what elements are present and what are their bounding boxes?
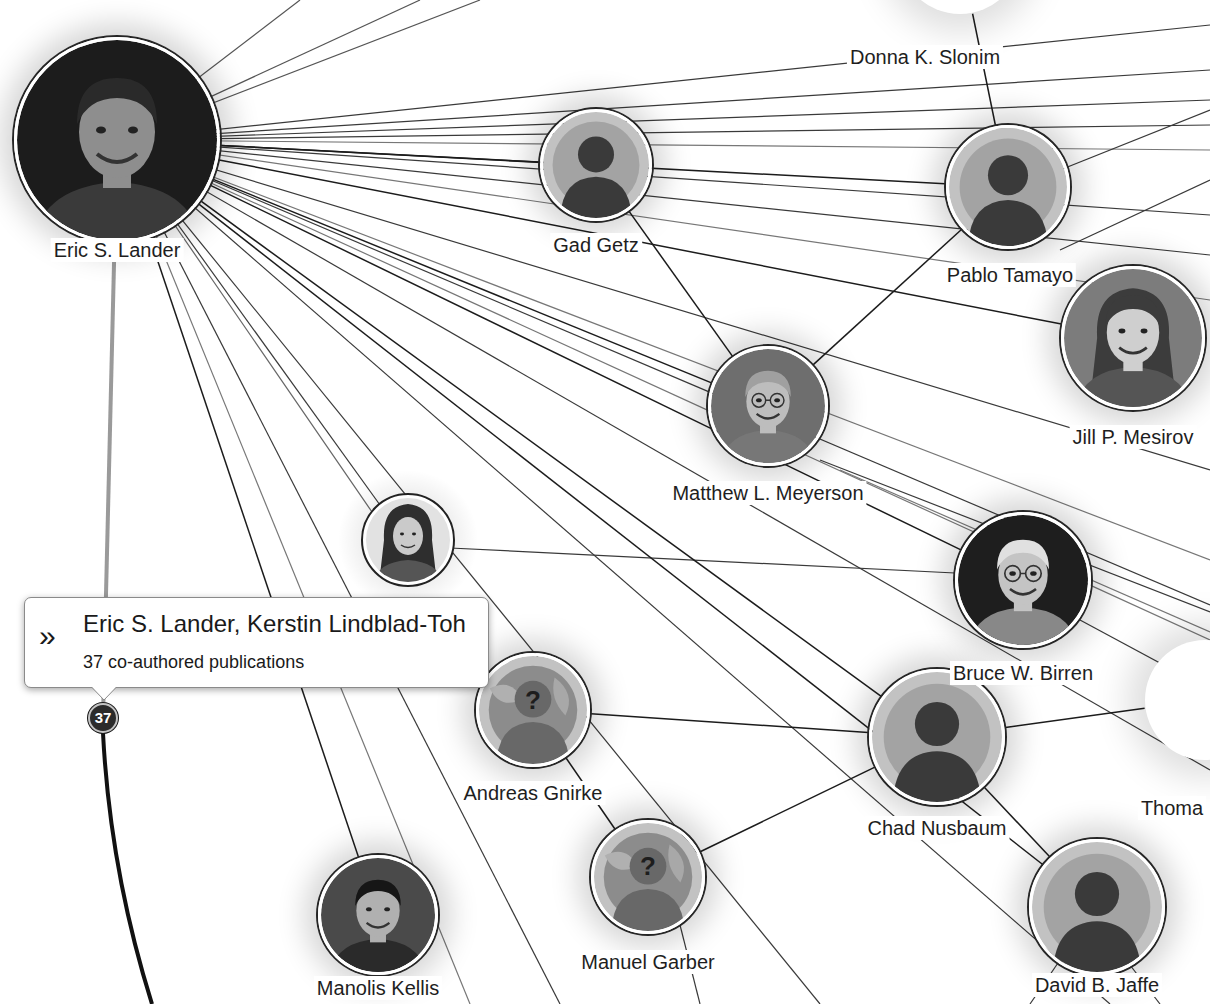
coauthor-line <box>117 25 1210 140</box>
author-circle <box>898 0 1022 14</box>
coauthor-line <box>840 470 1210 632</box>
portrait-photo <box>366 498 450 582</box>
shoulders <box>374 560 442 582</box>
expand-icon: » <box>39 618 56 653</box>
author-placeholder <box>540 109 652 221</box>
person-silhouette <box>949 128 1067 246</box>
coauthor-link <box>199 204 1043 864</box>
portrait-photo <box>321 858 435 972</box>
coauthor-line <box>117 140 1110 1004</box>
author-name: Pablo Tamayo <box>944 263 1076 287</box>
coauthor-link <box>211 185 961 549</box>
unknown-photo-mark: ? <box>525 686 541 714</box>
coauthor-link <box>813 229 961 364</box>
author-node: Pablo Tamayo <box>946 125 1070 249</box>
tooltip-pointer <box>92 687 116 703</box>
author-photo <box>708 346 828 466</box>
mouth <box>401 545 415 548</box>
tooltip-box: » Eric S. Lander, Kerstin Lindblad-Toh 37 … <box>24 597 489 688</box>
author-name: Manolis Kellis <box>314 976 442 1000</box>
tooltip-title: Eric S. Lander, Kerstin Lindblad-Toh <box>83 610 466 638</box>
coauthor-line <box>450 548 955 573</box>
author-placeholder <box>869 669 1005 805</box>
author-name: Manuel Garber <box>578 950 717 974</box>
coauthor-lines <box>117 0 1210 1004</box>
coauthor-link <box>629 211 732 356</box>
author-circle <box>1145 640 1210 760</box>
author-name: Gad Getz <box>550 233 642 257</box>
author-name: Andreas Gnirke <box>461 781 606 805</box>
coauthor-line <box>117 140 820 1004</box>
coauthor-link <box>973 14 996 126</box>
portrait-node <box>362 494 454 586</box>
unknown-photo-mark: ? <box>640 852 656 880</box>
author-node: Eric S. Lander <box>14 37 220 243</box>
author-name: Bruce W. Birren <box>950 661 1096 685</box>
portrait-photo <box>1064 269 1202 407</box>
author-node: Thoma <box>1145 640 1210 760</box>
callout-number: 37 <box>95 709 112 726</box>
author-placeholder <box>946 125 1070 249</box>
author-name: Chad Nusbaum <box>865 816 1010 840</box>
portrait-photo <box>17 40 217 240</box>
author-node: David B. Jaffe <box>1029 839 1165 975</box>
coauthor-line <box>117 70 1210 140</box>
eye <box>400 533 404 536</box>
person-silhouette <box>872 672 1002 802</box>
person-silhouette <box>543 112 649 218</box>
eye <box>412 533 416 536</box>
count-badge: 37 <box>88 703 118 733</box>
portrait-photo <box>958 515 1088 645</box>
author-photo <box>318 855 438 975</box>
coauthor-line <box>1060 110 1210 170</box>
coauthor-line <box>117 100 1210 140</box>
coauthor-line <box>117 140 560 1004</box>
author-node: Jill P. Mesirov <box>1061 266 1205 410</box>
coauthor-line <box>117 125 1210 140</box>
face <box>393 517 423 555</box>
author-placeholder <box>1029 839 1165 975</box>
highlighted-link <box>103 733 152 1004</box>
coauthor-link <box>700 767 875 852</box>
author-node: Manolis Kellis <box>318 855 438 975</box>
author-name: Eric S. Lander <box>51 238 184 262</box>
coauthor-link <box>150 239 358 858</box>
coauthor-link <box>1005 708 1144 727</box>
coauthor-link <box>591 714 868 733</box>
author-node: Gad Getz <box>540 109 652 221</box>
author-name: David B. Jaffe <box>1032 973 1162 997</box>
author-name: Matthew L. Meyerson <box>669 481 866 505</box>
author-node: Chad Nusbaum <box>869 669 1005 805</box>
author-name: Jill P. Mesirov <box>1070 425 1197 449</box>
tooltip-detail: 37 co-authored publications <box>83 652 304 673</box>
author-node: Donna K. Slonim <box>898 0 1022 14</box>
author-node: Matthew L. Meyerson <box>708 346 828 466</box>
coauthor-link <box>213 179 711 383</box>
portrait-ring <box>362 494 454 586</box>
portrait-photo <box>711 349 825 463</box>
author-name: Donna K. Slonim <box>847 45 1003 69</box>
author-photo <box>1061 266 1205 410</box>
author-node: Bruce W. Birren <box>955 512 1091 648</box>
author-name: Thoma <box>1138 796 1206 820</box>
author-photo <box>955 512 1091 648</box>
node-glow <box>338 470 478 610</box>
coauthor-line <box>1060 180 1210 250</box>
author-photo <box>14 37 220 243</box>
coauthor-line <box>117 140 470 1004</box>
person-silhouette <box>1032 842 1162 972</box>
photo-ground <box>366 498 450 582</box>
